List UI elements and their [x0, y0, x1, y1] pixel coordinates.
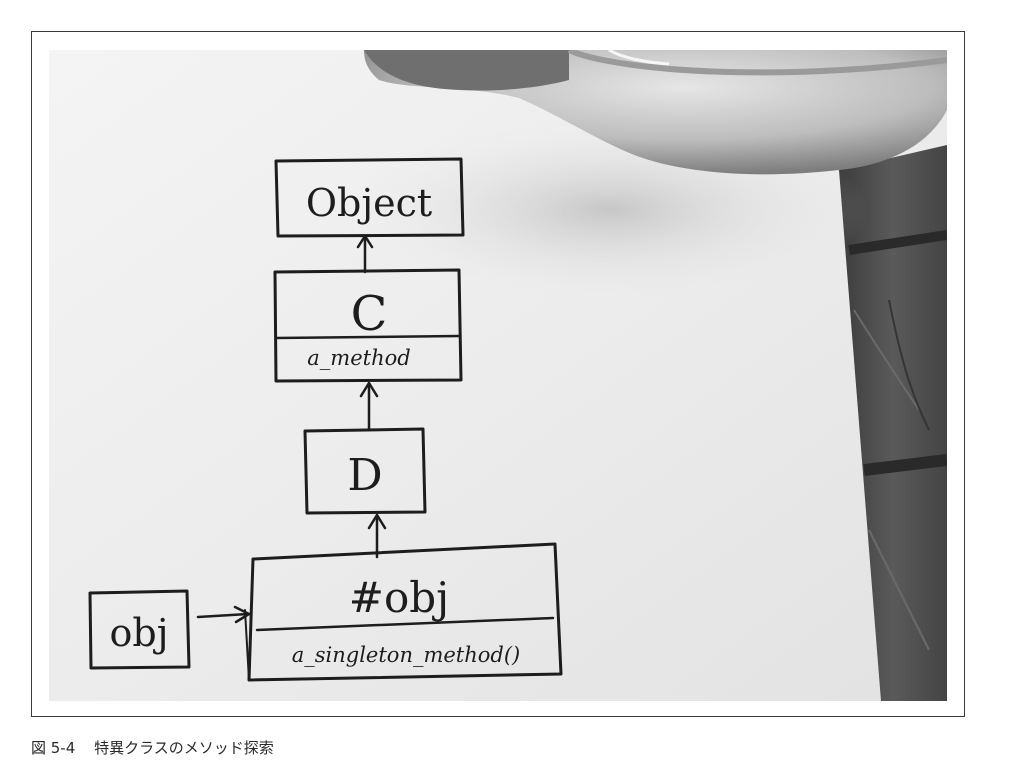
wood-table	[839, 145, 947, 701]
class-c-box	[273, 268, 463, 383]
object-box	[274, 157, 465, 238]
singleton-class-box	[244, 542, 563, 682]
figure-number: 図 5-4	[31, 739, 76, 757]
object-label: Object	[306, 181, 432, 225]
instance-obj-box	[88, 589, 191, 670]
class-c-name: C	[351, 286, 388, 342]
singleton-class-name: #obj	[349, 573, 449, 622]
arrow-d-to-c	[359, 381, 379, 432]
class-diagram	[88, 157, 563, 682]
photo-canvas: Object C a_method D #obj a_singleton_met…	[49, 50, 947, 701]
arrow-obj-to-singleton	[196, 605, 251, 624]
arrow-singleton-to-d	[367, 513, 387, 559]
class-c-method: a_method	[307, 346, 410, 370]
class-d-box	[303, 427, 427, 515]
arrow-c-to-object	[356, 234, 374, 274]
mug-image	[364, 50, 947, 175]
instance-obj-label: obj	[110, 611, 169, 655]
figure-title: 特異クラスのメソッド探索	[94, 739, 274, 757]
singleton-method: a_singleton_method()	[292, 643, 521, 667]
figure-photo: Object C a_method D #obj a_singleton_met…	[49, 50, 947, 701]
class-d-name: D	[347, 450, 382, 501]
figure-caption: 図 5-4 特異クラスのメソッド探索	[31, 737, 274, 758]
